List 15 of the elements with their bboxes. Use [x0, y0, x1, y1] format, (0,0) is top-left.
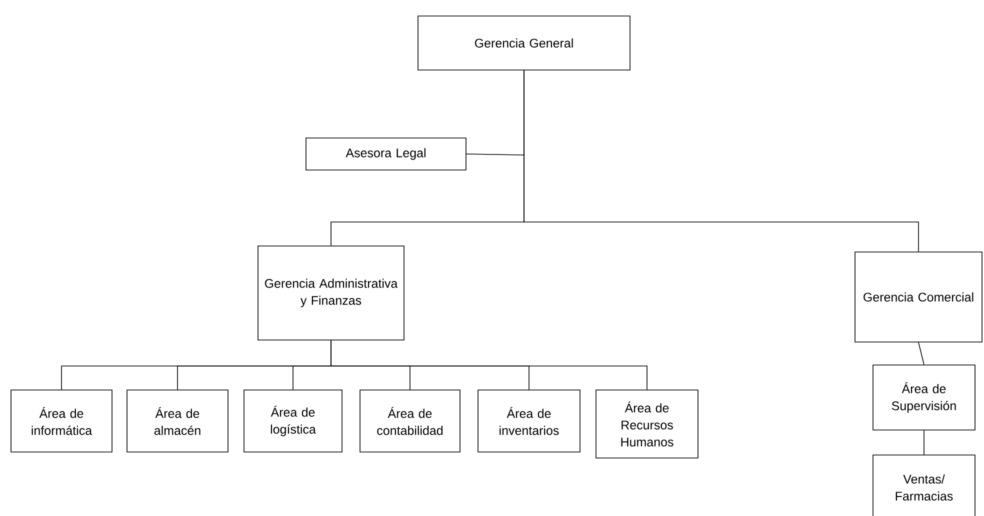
org-box: Asesora Legal — [306, 138, 466, 170]
connector-line — [918, 342, 924, 365]
org-box: Gerencia General — [418, 16, 630, 70]
org-box: Ventas/ Farmacias — [872, 454, 976, 516]
org-box: Área de almacén — [126, 390, 228, 452]
org-box: Área de informática — [10, 390, 112, 452]
connector-line — [330, 340, 648, 390]
org-box: Gerencia Administrativa y Finanzas — [258, 246, 404, 340]
org-box: Área de contabilidad — [360, 390, 460, 452]
org-box: Área de logística — [244, 390, 342, 452]
org-box: Gerencia Comercial — [854, 252, 982, 342]
connector-line — [524, 70, 919, 252]
org-box: Área de inventarios — [478, 390, 580, 452]
org-box: Área de Supervisión — [872, 364, 976, 430]
org-box: Área de Recursos Humanos — [596, 390, 698, 458]
